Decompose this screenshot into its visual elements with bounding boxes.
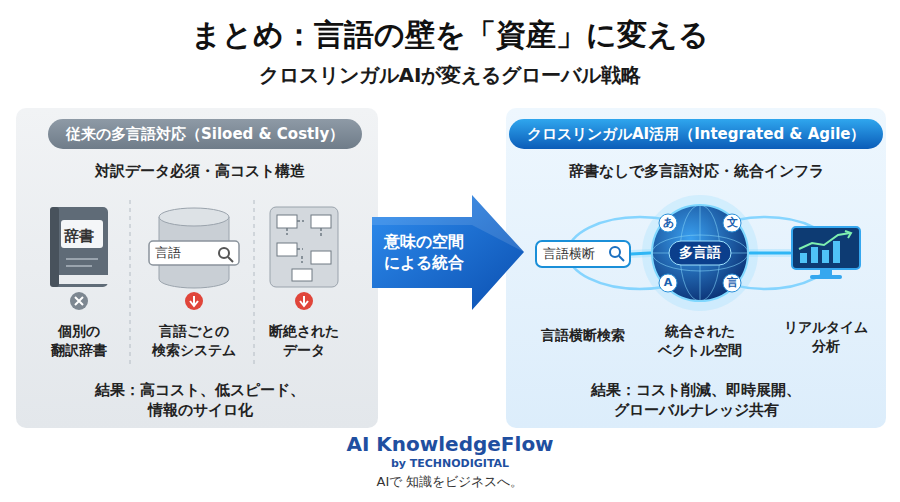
text-line: 結果：コスト削減、即時展開、 [511,380,881,400]
label-text: 結果：コスト削減、即時展開、 グローバルナレッジ共有 [511,380,881,420]
label-text: AIで 知識をビジネスへ。 [250,473,650,490]
label-wrap: クロスリンガルAIが変えるグローバル戦略 [20,62,880,88]
label-wrap: 結果：コスト削減、即時展開、 グローバルナレッジ共有 [511,380,881,420]
icon-text: 意味の空間 による統合 [372,231,476,273]
text-line: データ [239,341,369,360]
text-line: による統合 [372,252,476,273]
icon-text: 言語 [155,244,217,262]
text-wrap: 言語ごとの 検索システム [129,322,259,360]
connector-glow [750,249,790,257]
cross-badge [70,292,88,310]
title-wrap: まとめ：言語の壁を「資産」に変える [20,16,880,54]
icon-text: 言語横断 [543,245,607,263]
label-wrap: 言 [724,276,740,290]
label-wrap: A [660,276,676,290]
text-line: グローバルナレッジ共有 [511,400,881,420]
monitor-icon [790,225,862,281]
label-wrap: 対訳データ必須・高コスト構造 [25,161,375,181]
icon-node: 意味の空間 による統合 [372,195,524,310]
text-wrap: 個別の 翻訳辞書 [19,322,139,360]
label-wrap: 辞書なしで多言語対応・統合インフラ [511,161,881,181]
text-wrap: 多言語 [669,243,731,262]
text-wrap: リアルタイム 分析 [761,318,891,356]
label-text: 結果：高コスト、低スピード、 情報のサイロ化 [30,380,370,420]
globe-glow [642,195,758,311]
icon-node: 言語横断言語横断検索 [535,240,631,268]
label-text: 辞書なしで多言語対応・統合インフラ [511,161,881,181]
right-panel [506,108,886,428]
icon-caption: リアルタイム 分析 [761,318,891,356]
label-text: 言 [724,276,740,290]
text-line: 検索システム [129,341,259,360]
text-wrap: 統合された ベクトル空間 [635,322,765,360]
text-wrap: 断絶された データ [239,322,369,360]
label-text: クロスリンガルAIが変えるグローバル戦略 [20,62,880,88]
text-line: 断絶された [239,322,369,341]
text-line: ベクトル空間 [635,341,765,360]
icon-text: 辞書 [48,226,110,246]
label-wrap: by TECHNODIGITAL [300,457,600,471]
icon-node: 辞書個別の 翻訳辞書 [48,205,110,290]
label-wrap: AI KnowledgeFlow [250,431,650,457]
down-badge [185,292,203,310]
text-line: 結果：高コスト、低スピード、 [30,380,370,400]
label-text: by TECHNODIGITAL [300,457,600,471]
connector [750,252,790,255]
text-line: 個別の [19,322,139,341]
text-line: 言語横断検索 [523,326,643,345]
text-wrap: 言語横断検索 [523,326,643,345]
left-panel [16,108,378,428]
label-text: 文 [724,216,740,230]
icon-node: 言語言語ごとの 検索システム [148,205,240,290]
text-line: 意味の空間 [372,231,476,252]
label-text: AI KnowledgeFlow [250,431,650,457]
icon-node: 断絶された データ [268,205,340,290]
text-line: 言語ごとの [129,322,259,341]
header-text: クロスリンガルAI活用（Integrated & Agile） [527,125,865,143]
label-wrap: 結果：高コスト、低スピード、 情報のサイロ化 [30,380,370,420]
text-wrap: 意味の空間 による統合 [372,231,476,273]
icon-node: リアルタイム 分析 [790,225,862,281]
text-line: リアルタイム [761,318,891,337]
text-line: 翻訳辞書 [19,341,139,360]
icon-caption: 個別の 翻訳辞書 [19,322,139,360]
separator [130,200,131,365]
text-line: 情報のサイロ化 [30,400,370,420]
icon-caption: 断絶された データ [239,322,369,360]
connector [631,253,650,254]
label-wrap: 文 [724,216,740,230]
text-wrap: 辞書 [48,226,110,246]
label-text: A [660,276,676,290]
text-wrap: 言語横断 [543,245,607,263]
book-icon [48,205,110,290]
down-badge [295,292,313,310]
text-line: 分析 [761,337,891,356]
title: まとめ：言語の壁を「資産」に変える [20,16,880,54]
icon-text: 多言語 [669,243,731,262]
text-line: 統合された [635,322,765,341]
text-wrap: 言語 [155,244,217,262]
label-text: 対訳データ必須・高コスト構造 [25,161,375,181]
data-icon [268,205,340,290]
header-pill: 従来の多言語対応（Siloed & Costly） [48,119,362,149]
label-wrap: あ [660,216,676,230]
header-pill: クロスリンガルAI活用（Integrated & Agile） [509,119,883,149]
icon-caption: 言語横断検索 [523,326,643,345]
icon-caption: 統合された ベクトル空間 [635,322,765,360]
header-text: 従来の多言語対応（Siloed & Costly） [66,125,344,143]
icon-caption: 言語ごとの 検索システム [129,322,259,360]
separator [254,200,255,365]
connector-glow [631,253,650,254]
label-wrap: AIで 知識をビジネスへ。 [250,473,650,490]
label-text: あ [660,216,676,230]
arrow-icon [372,195,524,310]
